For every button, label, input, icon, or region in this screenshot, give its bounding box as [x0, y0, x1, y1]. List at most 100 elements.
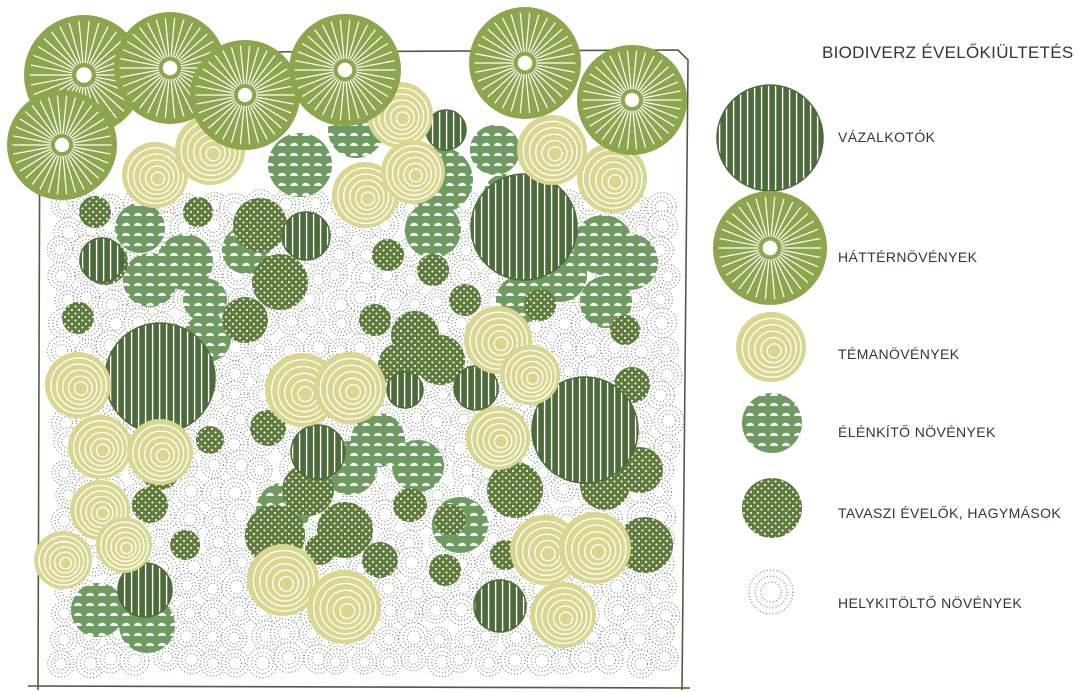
helykitolto-plant: [222, 380, 249, 408]
tavaszi-plant: [417, 254, 449, 286]
tavaszi-plant: [62, 302, 94, 334]
temanovenyek-plant: [500, 345, 560, 405]
helykitolto-plant: [646, 307, 677, 339]
helykitolto-plant: [648, 619, 675, 647]
helykitolto-plant: [177, 600, 203, 626]
helykitolto-plant: [51, 460, 77, 486]
helykitolto-plant: [400, 645, 427, 672]
helykitolto-plant: [198, 623, 226, 651]
helykitolto-plant: [653, 405, 685, 437]
helykitolto-plant: [422, 407, 452, 437]
legend-label-helykitolto: HELYKITÖLTŐ NÖVÉNYEK: [838, 595, 1023, 611]
temanovenyek-plant: [68, 415, 132, 479]
tavaszi-plant: [429, 554, 461, 586]
vazalkotok-plant: [104, 322, 216, 434]
tavaszi-plant: [487, 462, 543, 518]
tavaszi-plant: [524, 289, 556, 321]
tavaszi-plant: [79, 196, 111, 228]
legend-label-vazalkotok: VÁZALKOTÓK: [838, 129, 936, 145]
helykitolto-plant: [396, 600, 424, 628]
helykitolto-plant: [172, 622, 201, 651]
temanovenyek-plant: [45, 352, 111, 418]
tavaszi-plant: [317, 502, 373, 558]
tavaszi-plant: [362, 542, 398, 578]
elenkito-plant: [470, 125, 520, 175]
temanovenyek-plant: [517, 115, 587, 185]
temanovenyek-plant: [577, 143, 647, 213]
helykitolto-plant: [302, 190, 329, 217]
helykitolto-plant: [246, 647, 278, 679]
helykitolto-plant: [321, 261, 348, 288]
helykitolto-plant: [627, 596, 654, 623]
elenkito-plant: [580, 276, 632, 328]
helykitolto-plant: [396, 547, 428, 578]
tavaszi-plant: [222, 297, 268, 343]
legend-label-tavaszi: TAVASZI ÉVELŐK, HAGYMÁSOK: [838, 505, 1062, 521]
temanovenyek-plant: [381, 140, 445, 204]
helykitolto-plant: [174, 572, 200, 599]
tavaszi-plant: [183, 197, 213, 227]
planting-bed: [7, 7, 691, 691]
legend-symbol-tavaszi: [742, 478, 802, 538]
tavaszi-plant: [372, 239, 404, 271]
helykitolto-plant: [246, 457, 273, 484]
elenkito-plant: [115, 203, 165, 253]
tavaszi-plant: [252, 254, 308, 310]
helykitolto-plant: [47, 262, 76, 291]
legend-label-temanovenyek: TÉMANÖVÉNYEK: [838, 346, 960, 362]
helykitolto-plant: [220, 624, 248, 652]
helykitolto-plant: [424, 289, 450, 315]
tavaszi-plant: [196, 426, 224, 454]
helykitolto-plant: [624, 624, 655, 654]
helykitolto-plant: [650, 643, 679, 671]
tavaszi-plant: [393, 488, 427, 522]
temanovenyek-plant: [34, 531, 92, 589]
helykitolto-plant: [500, 644, 530, 675]
legend-label-elenkito: ÉLÉNKÍTŐ NÖVÉNYEK: [838, 424, 996, 440]
legend-symbol-helykitolto: [748, 569, 794, 615]
legend-symbol-temanovenyek: [736, 312, 806, 382]
helykitolto-plant: [375, 649, 403, 676]
vazalkotok-plant: [281, 211, 331, 261]
tavaszi-plant: [617, 517, 673, 573]
temanovenyek-plant: [122, 142, 188, 208]
elenkito-plant: [268, 133, 332, 197]
legend-symbol-elenkito: [742, 393, 802, 453]
helykitolto-plant: [475, 649, 503, 677]
vazalkotok-plant: [470, 173, 578, 281]
elenkito-plant: [123, 253, 177, 307]
legend-symbol-hatternovenyek: [713, 191, 827, 305]
helykitolto-plant: [450, 574, 478, 602]
helykitolto-plant: [46, 236, 73, 263]
helykitolto-plant: [351, 649, 378, 675]
helykitolto-plant: [422, 596, 450, 624]
tavaszi-plant: [359, 304, 391, 336]
legend-title: BIODIVERZ ÉVELŐKIÜLTETÉS: [822, 43, 1074, 62]
temanovenyek-plant: [559, 512, 631, 584]
temanovenyek-plant: [314, 352, 386, 424]
tavaszi-plant: [434, 504, 466, 536]
tavaszi-plant: [233, 198, 287, 252]
tavaszi-plant: [170, 530, 200, 560]
legend-symbol-vazalkotok: [716, 84, 824, 192]
helykitolto-plant: [647, 286, 674, 313]
elenkito-plant: [183, 278, 227, 322]
helykitolto-plant: [445, 594, 477, 626]
helykitolto-plant: [626, 575, 655, 603]
temanovenyek-plant: [127, 419, 193, 485]
helykitolto-plant: [328, 310, 354, 337]
helykitolto-plant: [199, 575, 227, 603]
hatternovenyek-plant: [7, 90, 117, 200]
helykitolto-plant: [221, 360, 249, 388]
vazalkotok-plant: [290, 424, 346, 480]
helykitolto-plant: [603, 595, 633, 625]
helykitolto-plant: [220, 648, 250, 678]
elenkito-plant: [405, 202, 461, 258]
temanovenyek-plant: [332, 162, 398, 228]
temanovenyek-plant: [247, 544, 319, 616]
hatternovenyek-plant: [289, 14, 401, 126]
plant-layer: [7, 7, 687, 653]
helykitolto-plant: [375, 625, 403, 654]
tavaszi-plant: [250, 410, 286, 446]
helykitolto-plant: [297, 307, 326, 335]
